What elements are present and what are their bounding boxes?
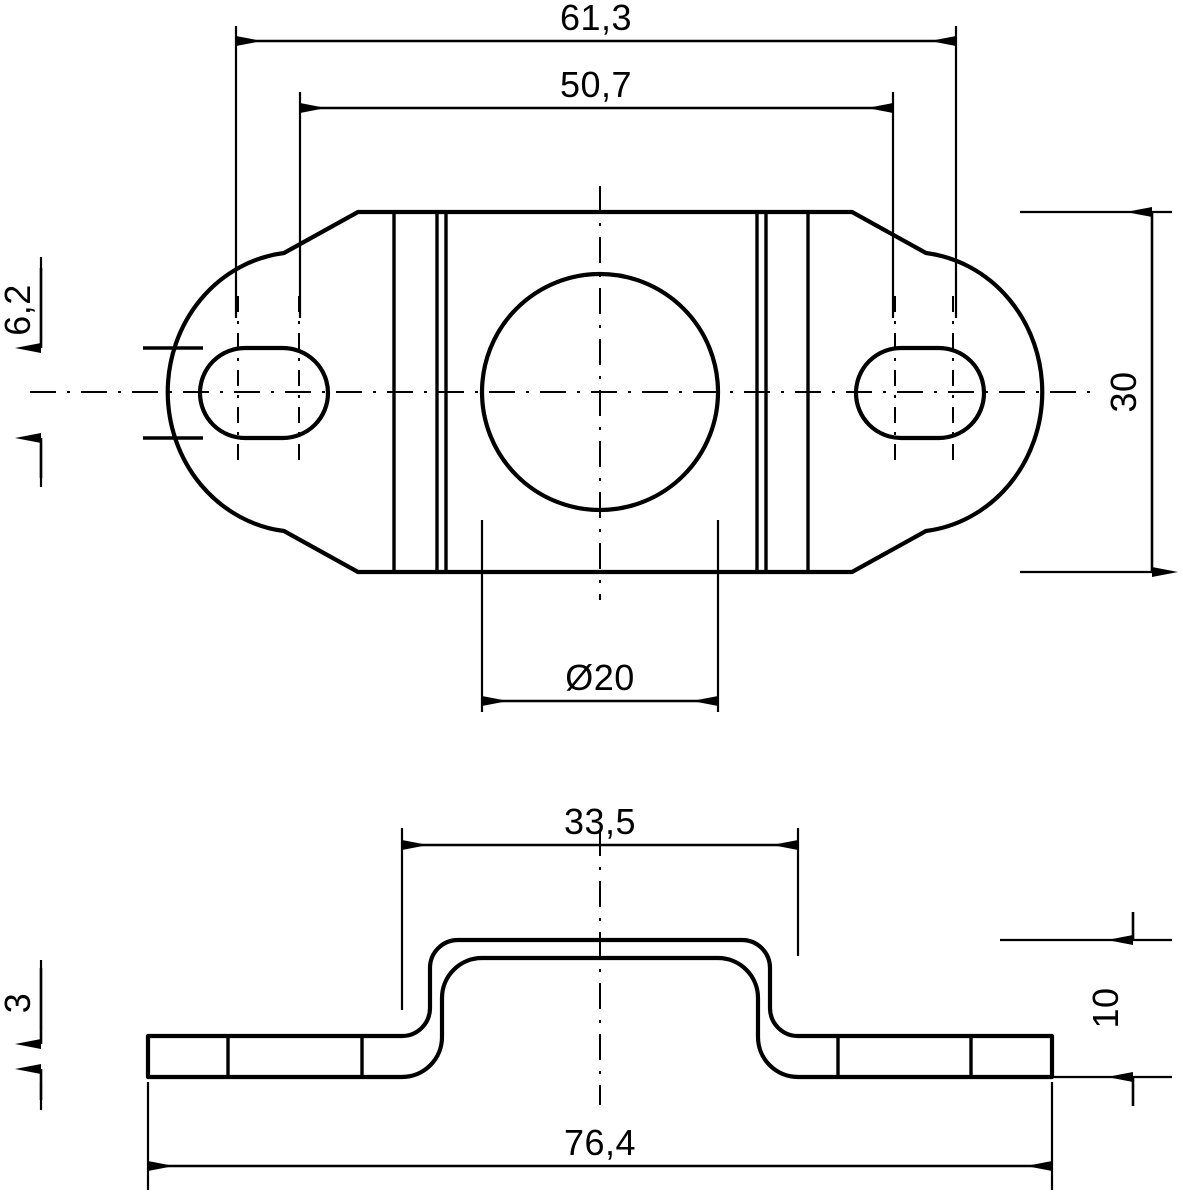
- dimension-61-3: 61,3: [234, 0, 958, 318]
- side-view-outline: [145, 937, 1055, 1080]
- dimension-30: 30: [1020, 207, 1178, 577]
- dimension-3: 3: [0, 960, 43, 1110]
- dim-label-phi20: Ø20: [565, 657, 635, 698]
- dim-label-6-2: 6,2: [0, 284, 38, 336]
- dim-label-76-4: 76,4: [564, 1122, 636, 1163]
- dim-label-50-7: 50,7: [560, 64, 632, 105]
- dimension-33-5: 33,5: [400, 801, 800, 1010]
- dimension-76-4: 76,4: [146, 1082, 1054, 1190]
- dim-label-33-5: 33,5: [564, 801, 636, 842]
- left-oblong-slot: [197, 345, 331, 441]
- right-oblong-slot: [853, 345, 987, 441]
- dim-label-3: 3: [0, 993, 38, 1014]
- dimension-phi20: Ø20: [480, 520, 720, 712]
- top-view-group: [30, 186, 1100, 600]
- side-view-group: [145, 830, 1055, 1105]
- dimension-10: 10: [1000, 912, 1172, 1106]
- dim-label-61-3: 61,3: [560, 0, 632, 38]
- dim-label-10: 10: [1085, 987, 1126, 1028]
- dimension-50-7: 50,7: [298, 64, 895, 318]
- dim-label-30: 30: [1103, 371, 1144, 412]
- top-view-outline: [165, 209, 1045, 575]
- dimension-6-2: 6,2: [0, 257, 43, 487]
- center-bore-circle: [479, 271, 721, 513]
